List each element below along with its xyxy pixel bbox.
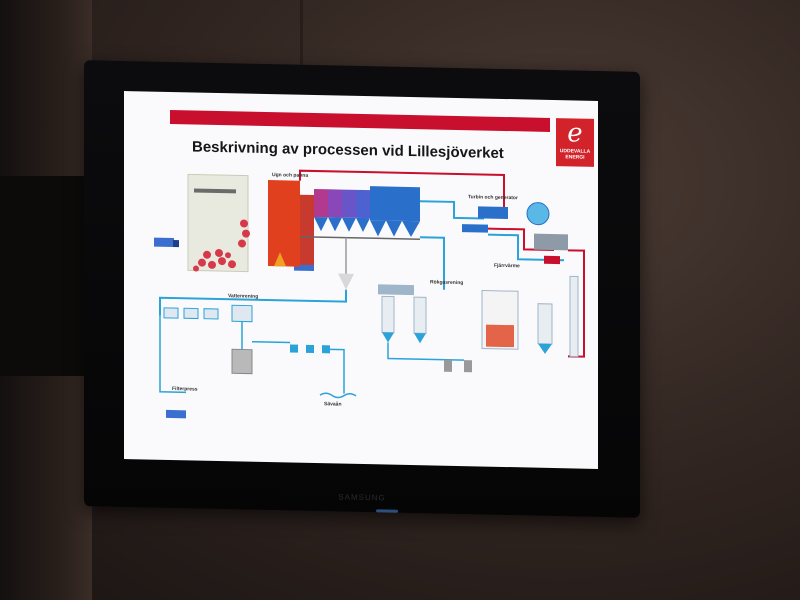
wet-filter bbox=[537, 303, 553, 345]
label-ugn: Ugn och panna bbox=[272, 172, 308, 179]
label-rokgas: Rökgasrening bbox=[430, 279, 463, 286]
heat-exchanger bbox=[544, 255, 560, 265]
tv-power-led bbox=[376, 509, 398, 513]
boiler-tubes bbox=[314, 188, 370, 219]
city-buildings bbox=[534, 233, 568, 251]
feedwater-line bbox=[420, 200, 484, 220]
sludge-truck bbox=[166, 409, 186, 419]
chimney bbox=[569, 275, 579, 358]
flame-icon bbox=[274, 252, 286, 267]
electrofilter bbox=[381, 295, 395, 334]
sludge-tank bbox=[231, 348, 253, 375]
fuel-truck bbox=[154, 237, 179, 248]
wet-filter-hopper bbox=[538, 343, 552, 354]
pump-units bbox=[290, 344, 330, 354]
crane-rail bbox=[194, 188, 236, 194]
water-tank-1 bbox=[163, 307, 179, 319]
ash-conveyor bbox=[300, 235, 420, 240]
label-savan: Sävaån bbox=[324, 400, 342, 407]
water-tank-3 bbox=[203, 308, 219, 320]
condenser-heater bbox=[486, 324, 514, 348]
steam-line bbox=[299, 169, 505, 209]
wall-mount-bracket bbox=[0, 176, 88, 376]
filter-line bbox=[159, 315, 186, 394]
boiler-pass bbox=[300, 194, 314, 265]
condenser bbox=[462, 224, 488, 233]
process-diagram: Ugn och panna Turbin och generator Fjärr… bbox=[154, 169, 585, 419]
pump-line bbox=[252, 340, 290, 344]
residue-silo-1 bbox=[444, 359, 452, 372]
fuel-bales bbox=[193, 219, 250, 272]
residue-line bbox=[387, 342, 464, 361]
settling-tank bbox=[231, 304, 253, 323]
filter-hopper bbox=[382, 332, 394, 343]
ash-silo bbox=[338, 273, 354, 290]
wall-corner bbox=[300, 0, 303, 70]
water-line bbox=[159, 289, 347, 316]
outlet-line bbox=[330, 348, 345, 394]
ash-hoppers bbox=[314, 216, 420, 238]
cyclone-top bbox=[378, 284, 414, 296]
economizer bbox=[370, 186, 420, 222]
turbine bbox=[478, 206, 508, 220]
furnace bbox=[268, 180, 300, 267]
label-turbin: Turbin och generator bbox=[468, 194, 518, 201]
tv-screen: Beskrivning av processen vid Lillesjöver… bbox=[124, 91, 598, 469]
label-filter: Filterpress bbox=[172, 386, 198, 393]
scrubber bbox=[413, 296, 427, 334]
tv-brand: SAMSUNG bbox=[338, 492, 386, 503]
residue-silo-2 bbox=[464, 360, 472, 373]
flue-gas-duct bbox=[420, 236, 445, 290]
label-vatten: Vattenrening bbox=[228, 293, 258, 300]
water-tank-2 bbox=[183, 307, 199, 320]
district-heating-return bbox=[488, 233, 564, 262]
generator-icon bbox=[526, 202, 550, 226]
river-waves-icon bbox=[319, 392, 357, 399]
label-fjarrvarme: Fjärrvärme bbox=[494, 263, 520, 270]
scrubber-hopper bbox=[414, 333, 426, 344]
tv-monitor: Beskrivning av processen vid Lillesjöver… bbox=[84, 60, 640, 518]
